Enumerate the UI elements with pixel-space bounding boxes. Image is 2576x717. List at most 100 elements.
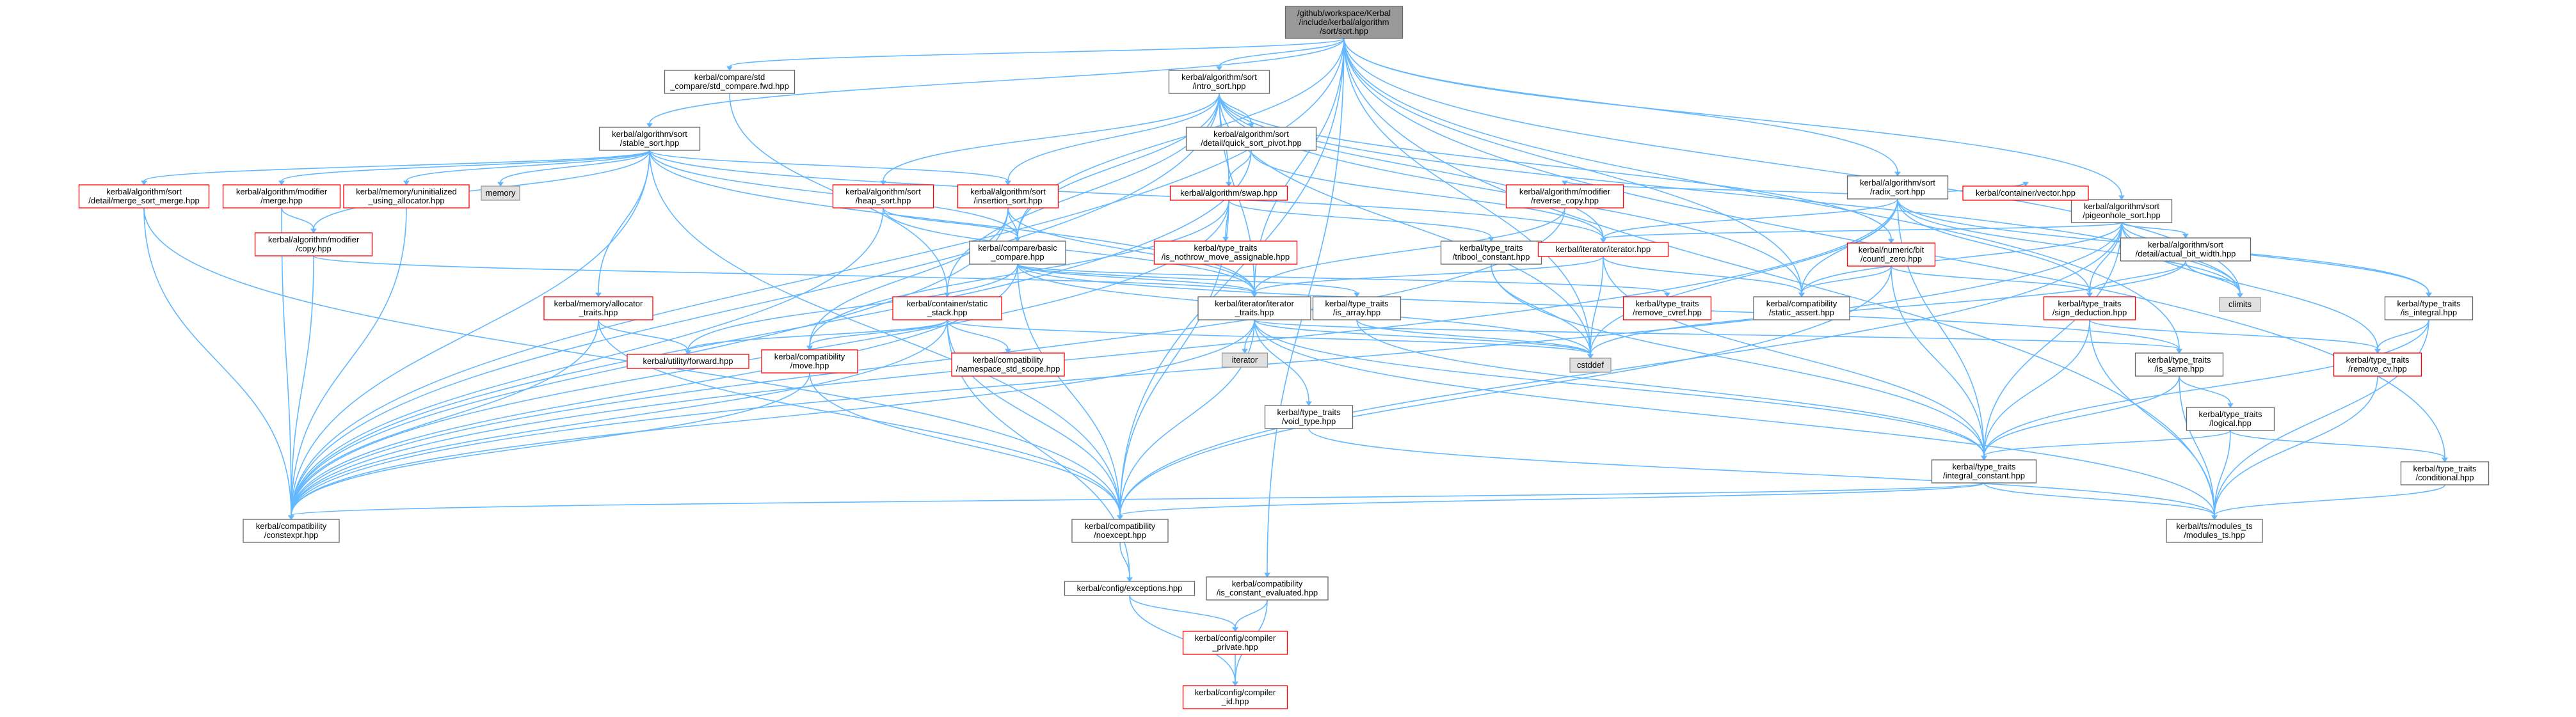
node-label-exceptions-line-0: kerbal/config/exceptions.hpp xyxy=(1077,583,1183,593)
edge-root-to-modules_ts xyxy=(1343,38,2215,516)
node-label-modules_ts-line-0: kerbal/ts/modules_ts xyxy=(2176,521,2253,531)
node-exceptions[interactable]: kerbal/config/exceptions.hpp xyxy=(1064,581,1196,596)
edge-stable_sort-to-constexpr xyxy=(291,150,650,516)
node-label-modules_ts-line-1: /modules_ts.hpp xyxy=(2184,530,2244,540)
node-label-actual_bit_width-line-0: kerbal/algorithm/sort xyxy=(2148,240,2223,249)
node-label-radix_sort-line-1: /radix_sort.hpp xyxy=(1870,187,1925,196)
node-uninit_alloc[interactable]: kerbal/memory/uninitialized_using_alloca… xyxy=(343,184,470,209)
edge-pigeonhole-to-integral_constant xyxy=(1983,222,2122,457)
node-actual_bit_width[interactable]: kerbal/algorithm/sort/detail/actual_bit_… xyxy=(2120,237,2252,262)
node-iterator_std[interactable]: iterator xyxy=(1221,352,1268,368)
node-conditional[interactable]: kerbal/type_traits/conditional.hpp xyxy=(2400,461,2490,485)
node-label-quick_sort_pivot-line-1: /detail/quick_sort_pivot.hpp xyxy=(1201,138,1302,148)
node-static_assert[interactable]: kerbal/compatibility/static_assert.hpp xyxy=(1753,296,1850,320)
node-label-iterator_hpp-line-0: kerbal/iterator/iterator.hpp xyxy=(1556,244,1651,254)
node-basic_compare[interactable]: kerbal/compare/basic_compare.hpp xyxy=(969,240,1066,265)
node-iterator_hpp[interactable]: kerbal/iterator/iterator.hpp xyxy=(1537,242,1669,257)
node-countl_zero[interactable]: kerbal/numeric/bit/countl_zero.hpp xyxy=(1846,242,1936,267)
edge-static_stack-to-namespace_std_scope xyxy=(947,319,1009,350)
node-nothrow_move[interactable]: kerbal/type_traits/is_nothrow_move_assig… xyxy=(1153,240,1298,265)
arrowhead-static_stack-to-namespace_std_scope xyxy=(1005,349,1011,354)
node-label-is_constant_evaluated-line-1: /is_constant_evaluated.hpp xyxy=(1217,588,1318,597)
node-remove_cv[interactable]: kerbal/type_traits/remove_cv.hpp xyxy=(2333,352,2422,377)
node-utility_forward[interactable]: kerbal/utility/forward.hpp xyxy=(627,354,749,369)
edge-iterator_traits-to-modules_ts xyxy=(1254,319,2215,516)
edge-pigeonhole-to-static_assert xyxy=(1801,222,2122,294)
node-label-nothrow_move-line-0: kerbal/type_traits xyxy=(1194,243,1258,253)
node-logical[interactable]: kerbal/type_traits/logical.hpp xyxy=(2186,407,2275,431)
node-compiler_id[interactable]: kerbal/config/compiler_id.hpp xyxy=(1182,685,1288,709)
edge-iterator_hpp-to-iterator_traits xyxy=(1254,256,1604,294)
node-void_type[interactable]: kerbal/type_traits/void_type.hpp xyxy=(1264,405,1354,429)
node-box-static_assert xyxy=(1753,296,1850,320)
node-memory[interactable]: memory xyxy=(481,185,520,201)
node-modifier_merge[interactable]: kerbal/algorithm/modifier/merge.hpp xyxy=(222,184,341,209)
node-box-utility_forward xyxy=(627,354,749,369)
node-box-countl_zero xyxy=(1846,242,1936,267)
node-tribool[interactable]: kerbal/type_traits/tribool_constant.hpp xyxy=(1440,240,1542,265)
node-modules_ts[interactable]: kerbal/ts/modules_ts/modules_ts.hpp xyxy=(2166,519,2263,543)
node-namespace_std_scope[interactable]: kerbal/compatibility/namespace_std_scope… xyxy=(951,352,1065,377)
node-remove_cvref[interactable]: kerbal/type_traits/remove_cvref.hpp xyxy=(1622,296,1712,320)
node-stable_sort[interactable]: kerbal/algorithm/sort/stable_sort.hpp xyxy=(598,127,701,151)
edge-integral_constant-to-constexpr xyxy=(291,482,1985,516)
node-compat_move[interactable]: kerbal/compatibility/move.hpp xyxy=(761,349,858,374)
node-label-iterator_std-line-0: iterator xyxy=(1232,355,1258,365)
node-label-iterator_traits-line-0: kerbal/iterator/iterator xyxy=(1215,299,1294,308)
node-cstddef[interactable]: cstddef xyxy=(1569,358,1612,373)
node-allocator_traits[interactable]: kerbal/memory/allocator_traits.hpp xyxy=(543,296,653,320)
edge-is_integral-to-integral_constant xyxy=(1983,319,2429,457)
node-box-conditional xyxy=(2400,461,2490,485)
node-box-heap_sort xyxy=(832,184,934,209)
edge-logical-to-integral_constant xyxy=(1983,430,2231,457)
node-box-std_compare_fwd xyxy=(664,70,796,94)
node-box-nothrow_move xyxy=(1153,240,1298,265)
node-swap[interactable]: kerbal/algorithm/swap.hpp xyxy=(1169,185,1288,201)
node-label-reverse_copy-line-0: kerbal/algorithm/modifier xyxy=(1519,187,1611,196)
node-label-namespace_std_scope-line-0: kerbal/compatibility xyxy=(973,355,1044,365)
edge-intro_sort-to-iterator_hpp xyxy=(1219,93,1604,239)
node-box-root xyxy=(1284,6,1404,39)
node-noexcept[interactable]: kerbal/compatibility/noexcept.hpp xyxy=(1071,519,1169,543)
node-intro_sort[interactable]: kerbal/algorithm/sort/intro_sort.hpp xyxy=(1168,70,1270,94)
node-std_compare_fwd[interactable]: kerbal/compare/std_compare/std_compare.f… xyxy=(664,70,796,94)
node-label-remove_cv-line-0: kerbal/type_traits xyxy=(2346,355,2410,365)
node-is_array[interactable]: kerbal/type_traits/is_array.hpp xyxy=(1312,296,1402,320)
edge-stable_sort-to-uninit_alloc xyxy=(406,150,650,182)
node-climits[interactable]: climits xyxy=(2219,297,2261,312)
node-iterator_traits[interactable]: kerbal/iterator/iterator_traits.hpp xyxy=(1197,296,1311,320)
node-merge_sort_merge[interactable]: kerbal/algorithm/sort/detail/merge_sort_… xyxy=(78,184,210,209)
node-is_same[interactable]: kerbal/type_traits/is_same.hpp xyxy=(2134,352,2224,377)
node-label-remove_cvref-line-0: kerbal/type_traits xyxy=(1636,299,1699,308)
node-is_constant_evaluated[interactable]: kerbal/compatibility/is_constant_evaluat… xyxy=(1206,576,1329,601)
edge-stable_sort-to-modifier_merge xyxy=(281,150,650,182)
node-box-cstddef xyxy=(1569,358,1612,373)
node-sign_deduction[interactable]: kerbal/type_traits/sign_deduction.hpp xyxy=(2043,296,2136,320)
node-integral_constant[interactable]: kerbal/type_traits/integral_constant.hpp xyxy=(1931,459,2037,484)
arrowhead-stable_sort-to-allocator_traits xyxy=(595,292,602,297)
node-reverse_copy[interactable]: kerbal/algorithm/modifier/reverse_copy.h… xyxy=(1505,184,1624,209)
node-static_stack[interactable]: kerbal/container/static_stack.hpp xyxy=(892,296,1002,320)
node-pigeonhole[interactable]: kerbal/algorithm/sort/pigeonhole_sort.hp… xyxy=(2070,199,2173,223)
node-quick_sort_pivot[interactable]: kerbal/algorithm/sort/detail/quick_sort_… xyxy=(1185,127,1317,151)
node-heap_sort[interactable]: kerbal/algorithm/sort/heap_sort.hpp xyxy=(832,184,934,209)
node-modifier_copy[interactable]: kerbal/algorithm/modifier/copy.hpp xyxy=(254,232,373,256)
node-radix_sort[interactable]: kerbal/algorithm/sort/radix_sort.hpp xyxy=(1846,175,1949,200)
node-root[interactable]: /github/workspace/Kerbal/include/kerbal/… xyxy=(1284,6,1404,39)
edge-pigeonhole-to-is_integral xyxy=(2121,222,2429,294)
node-box-modules_ts xyxy=(2166,519,2263,543)
node-is_integral[interactable]: kerbal/type_traits/is_integral.hpp xyxy=(2384,296,2474,320)
node-compiler_private[interactable]: kerbal/config/compiler_private.hpp xyxy=(1182,631,1288,655)
edge-swap-to-compat_move xyxy=(809,200,1229,347)
edge-integral_constant-to-noexcept xyxy=(1119,482,1985,516)
node-label-root-line-2: /sort/sort.hpp xyxy=(1320,26,1368,36)
node-box-void_type xyxy=(1264,405,1354,429)
node-container_vector[interactable]: kerbal/container/vector.hpp xyxy=(1962,185,2089,201)
node-insertion_sort[interactable]: kerbal/algorithm/sort/insertion_sort.hpp xyxy=(957,184,1059,209)
node-label-actual_bit_width-line-1: /detail/actual_bit_width.hpp xyxy=(2136,249,2236,258)
node-label-modifier_copy-line-1: /copy.hpp xyxy=(296,244,331,253)
edge-modifier_merge-to-modifier_copy xyxy=(281,207,314,230)
node-constexpr[interactable]: kerbal/compatibility/constexpr.hpp xyxy=(243,519,340,543)
edge-pigeonhole-to-actual_bit_width xyxy=(2121,222,2186,235)
edge-static_stack-to-constexpr xyxy=(291,319,948,516)
